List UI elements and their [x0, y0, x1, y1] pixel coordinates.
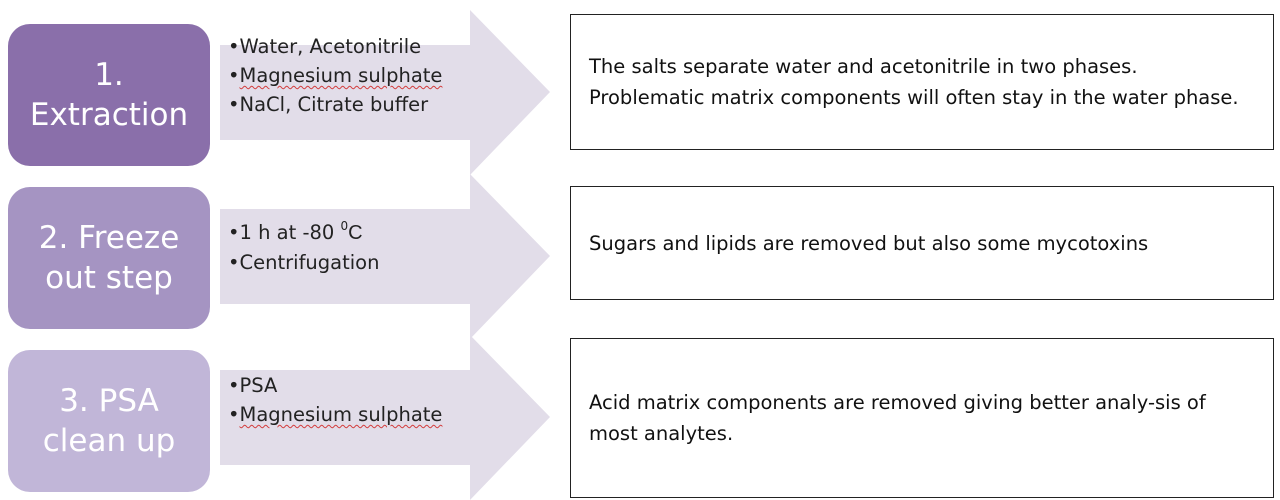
- step-3-note: Acid matrix components are removed givin…: [589, 391, 1206, 445]
- step-3-bullet: PSA: [228, 371, 442, 400]
- step-1-bullet-list: Water, Acetonitrile Magnesium sulphate N…: [228, 32, 443, 119]
- step-1-bullet: Magnesium sulphate: [228, 61, 443, 90]
- step-2-note-box: Sugars and lipids are removed but also s…: [570, 186, 1274, 300]
- step-1-bullet: Water, Acetonitrile: [228, 32, 442, 61]
- step-3-bullet-list: PSA Magnesium sulphate: [228, 371, 443, 429]
- degree-superscript: 0: [340, 219, 349, 233]
- step-3-box: 3. PSA clean up: [8, 350, 210, 492]
- step-2-bullet: 1 h at -80 0C: [228, 212, 379, 248]
- celsius-unit: C: [348, 222, 363, 244]
- step-2-title-line1: 2. Freeze: [38, 220, 180, 256]
- step-1-note: The salts separate water and acetonitril…: [589, 55, 1239, 109]
- step-2-title-line2: out step: [45, 260, 173, 296]
- step-3-note-box: Acid matrix components are removed givin…: [570, 338, 1274, 498]
- step-2-box: 2. Freeze out step: [8, 187, 210, 329]
- step-3-title-line2: clean up: [42, 423, 176, 459]
- step-3-bullet: Magnesium sulphate: [228, 400, 443, 429]
- step-2-note: Sugars and lipids are removed but also s…: [589, 231, 1149, 255]
- step-3-title-line1: 3. PSA: [59, 383, 159, 419]
- step-2-bullet-list: 1 h at -80 0C Centrifugation: [228, 212, 380, 277]
- step-1-title-line1: 1.: [94, 57, 124, 93]
- step-1-bullet: NaCl, Citrate buffer: [228, 90, 442, 119]
- step-1-title-line2: Extraction: [29, 97, 189, 133]
- step-1-box: 1. Extraction: [8, 24, 210, 166]
- step-1-note-box: The salts separate water and acetonitril…: [570, 14, 1274, 150]
- step-2-bullet: Centrifugation: [228, 248, 380, 277]
